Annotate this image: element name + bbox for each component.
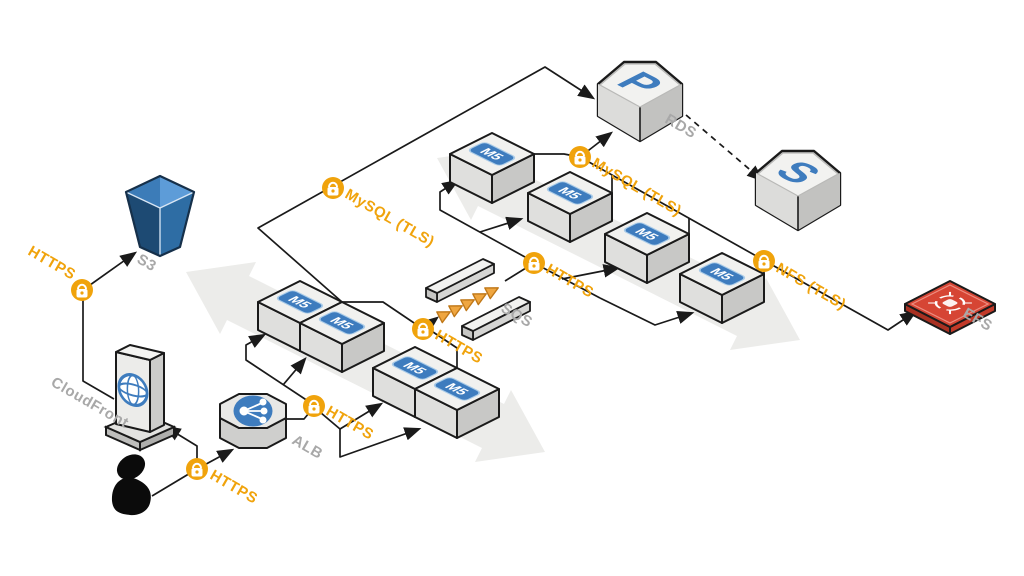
lock-icon <box>569 146 591 168</box>
lock-icon <box>71 279 93 301</box>
lock-icon <box>303 395 325 417</box>
app-instance-3: M5 <box>604 212 690 284</box>
alb-label: ALB <box>289 432 326 463</box>
lock-icon <box>523 252 545 274</box>
cloudfront-icon <box>103 344 177 452</box>
https-label-user: HTTPS <box>207 467 261 508</box>
alb-icon <box>219 393 287 449</box>
sqs-queue-bar-front <box>461 296 531 341</box>
app-instance-2: M5 <box>527 171 613 243</box>
efs-icon <box>904 280 996 335</box>
mysql-tls-label-web: MySQL (TLS) <box>342 186 438 251</box>
sqs-queue-bar-rear <box>425 258 495 303</box>
rds-primary-icon: P <box>596 60 684 143</box>
lock-icon <box>412 318 434 340</box>
lock-icon <box>186 458 208 480</box>
web-instance-2b: M5 <box>414 367 500 439</box>
sqs-icon <box>425 258 531 341</box>
cloudfront-globe-icon <box>117 373 149 407</box>
rds-standby-icon: S <box>754 149 842 232</box>
nfs-tls-label: NFS (TLS) <box>773 260 849 314</box>
app-instance-4: M5 <box>679 252 765 324</box>
load-balancer-glyph-icon <box>239 398 268 424</box>
lock-icon <box>322 177 344 199</box>
connection-lines <box>82 66 918 497</box>
sqs-message-icons <box>436 287 499 324</box>
https-label-s3: HTTPS <box>25 243 79 284</box>
lock-icon <box>753 250 775 272</box>
https-label-sqs-out: HTTPS <box>543 261 597 302</box>
user-icon <box>111 454 151 516</box>
tls-lock-badges <box>71 146 775 480</box>
s3-icon <box>124 174 196 258</box>
app-instance-1: M5 <box>449 132 535 204</box>
efs-glyph-icon <box>928 291 972 315</box>
https-label-alb: HTTPS <box>323 403 377 444</box>
web-instance-1b: M5 <box>299 301 385 373</box>
